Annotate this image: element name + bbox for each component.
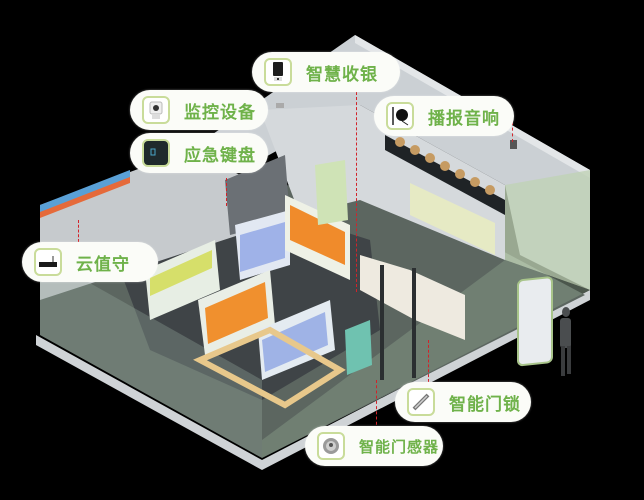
callout-label: 云值守 xyxy=(76,254,130,275)
callout-smart-door-sensor: 智能门感器 xyxy=(305,426,443,466)
callout-label: 智能门锁 xyxy=(449,394,521,415)
leader-line-speaker xyxy=(512,122,513,142)
cashier-terminal-icon xyxy=(264,58,292,86)
callout-smart-door-lock: 智能门锁 xyxy=(395,382,531,422)
callout-label: 智能门感器 xyxy=(359,437,440,456)
speaker-icon xyxy=(386,102,414,130)
callout-cloud-guard: 云值守 xyxy=(22,242,158,282)
leader-line-keypad xyxy=(226,178,227,206)
security-camera-icon xyxy=(142,96,170,124)
leader-line-door-sensor xyxy=(376,380,377,430)
callout-smart-cashier: 智慧收银 xyxy=(252,52,400,92)
magnetic-lock-icon xyxy=(407,388,435,416)
callout-label: 智慧收银 xyxy=(306,64,378,85)
callout-label: 应急键盘 xyxy=(184,145,256,166)
router-box-icon xyxy=(34,248,62,276)
keypad-icon xyxy=(142,139,170,167)
callout-emergency-keypad: 应急键盘 xyxy=(130,133,268,173)
leader-line-door-lock xyxy=(428,340,429,382)
leader-line-cashier xyxy=(356,92,357,292)
callout-surveillance: 监控设备 xyxy=(130,90,268,130)
door-sensor-icon xyxy=(317,432,345,460)
leader-line-cloud-guard xyxy=(78,220,79,242)
callout-broadcast-speaker: 播报音响 xyxy=(374,96,514,136)
callout-label: 播报音响 xyxy=(428,108,500,129)
callout-label: 监控设备 xyxy=(184,102,256,123)
